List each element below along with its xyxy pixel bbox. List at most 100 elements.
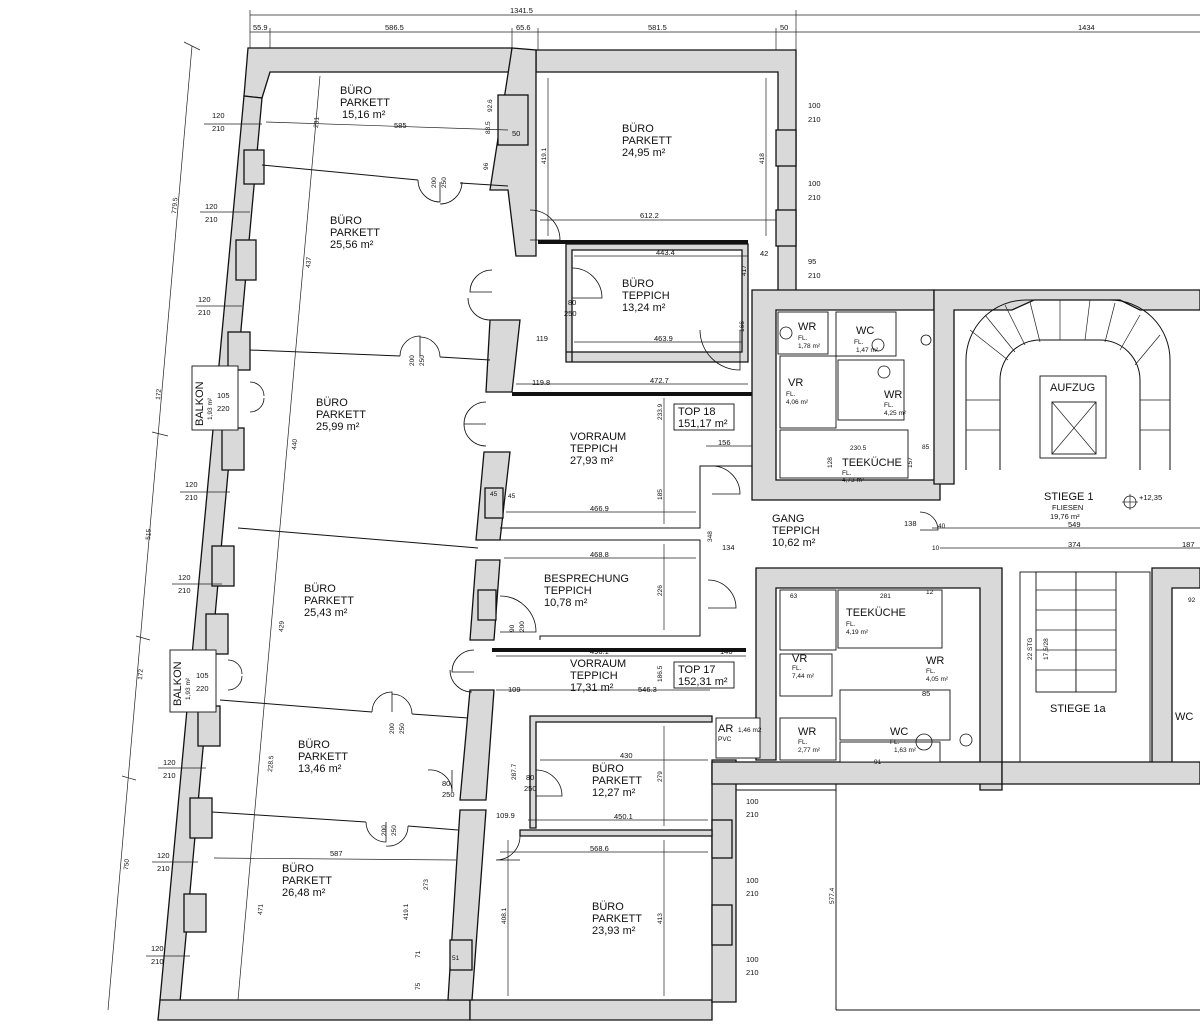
door-dim: 50	[512, 129, 520, 138]
wr1-area: 1,78 m²	[798, 343, 821, 350]
win-dim: 120	[205, 202, 218, 211]
ar-floor: PVC	[718, 736, 732, 743]
san-dim: 75	[415, 982, 422, 990]
dim-label: 587	[330, 849, 343, 858]
level-marker: +12,35	[1139, 493, 1162, 502]
san-dim: 85	[922, 444, 930, 451]
tk2-floor: FL.	[846, 621, 856, 628]
balconies: BALKON 1,93 m² BALKON 1,93 m²	[169, 365, 239, 713]
sanitary-labels: WR FL. 1,78 m² WC FL. 1,47 m² VR FL. 4,0…	[718, 321, 949, 754]
dim-label: 585	[394, 121, 407, 130]
dim-label: 577.4	[829, 887, 836, 904]
door-dim: 250	[419, 355, 426, 366]
tk1-area: 4,73 m²	[842, 477, 865, 484]
dim-label: 185	[657, 489, 664, 500]
dim-label: 468.8	[590, 550, 609, 559]
dim-top-c: 65.6	[516, 23, 531, 32]
win-dim: 120	[212, 111, 225, 120]
dim-label: 231	[313, 116, 321, 128]
san-dim: 128	[827, 457, 834, 468]
win-dim: 210	[808, 115, 821, 124]
stair-steps: 22 STG	[1027, 638, 1034, 660]
unit-top17-area: 152,31 m²	[678, 676, 728, 688]
sanitary-dimensions: 230.5 128 157 281 63 12 92 85 138 40 10 …	[403, 99, 1196, 990]
stair-size: 17,5/28	[1043, 638, 1050, 660]
room-r4-name: BÜRO	[622, 278, 654, 290]
dim-label: 109	[508, 685, 521, 694]
door-dim: 250	[391, 825, 398, 836]
san-dim: 71	[415, 950, 422, 958]
win-dim: 220	[196, 684, 209, 693]
vr2-floor: FL.	[792, 665, 802, 672]
room-r13-name: BÜRO	[592, 901, 624, 913]
door-dim: 250	[399, 723, 406, 734]
win-dim: 210	[808, 193, 821, 202]
win-dim: 210	[198, 308, 211, 317]
dim-label: 156	[718, 438, 731, 447]
dim-label: 348	[707, 531, 714, 542]
room-r11-name: BÜRO	[592, 763, 624, 775]
tk2-name: TEEKÜCHE	[846, 607, 906, 619]
san-dim: 157	[907, 457, 914, 468]
dim-label: 443.4	[656, 248, 675, 257]
room-r9-floor: TEPPICH	[570, 670, 618, 682]
balkon-1-label: BALKON	[194, 381, 206, 426]
dim-label: 472.7	[650, 376, 669, 385]
tk2-area: 4,19 m²	[846, 629, 869, 636]
door-dim: 200	[381, 825, 388, 836]
san-dim: 83.5	[485, 121, 492, 134]
dim-label: 287.7	[511, 763, 518, 780]
dim-label: 187	[1182, 540, 1195, 549]
wr1-name: WR	[798, 321, 816, 333]
room-r12-area: 26,48 m²	[282, 887, 326, 899]
room-r5-area: 25,99 m²	[316, 421, 360, 433]
san-dim: 92	[1188, 597, 1196, 604]
room-r9-area: 17,31 m²	[570, 682, 614, 694]
wr2-area: 4,25 m²	[884, 410, 907, 417]
win-dim: 210	[157, 864, 170, 873]
room-r5-name: BÜRO	[316, 397, 348, 409]
door-dim: 250	[564, 309, 577, 318]
door-dim: 250	[524, 784, 537, 793]
san-dim: 10	[932, 545, 940, 552]
room-r13-area: 23,93 m²	[592, 925, 636, 937]
dim-label: 466.9	[590, 504, 609, 513]
room-r2-name: BÜRO	[622, 123, 654, 135]
win-dim: 100	[746, 876, 759, 885]
wr3-floor: FL.	[926, 668, 936, 675]
dim-label: 471	[257, 903, 265, 915]
vr2-area: 7,44 m²	[792, 673, 815, 680]
win-dim: 105	[217, 391, 230, 400]
room-r15-area: 19,76 m²	[1050, 512, 1080, 521]
dim-label: 134	[722, 543, 735, 552]
san-dim: 40	[938, 523, 946, 530]
dim-label: 419.1	[541, 147, 548, 164]
san-dim: 51	[452, 955, 460, 962]
room-r7-area: 25,43 m²	[304, 607, 348, 619]
san-dim: 85	[922, 689, 930, 698]
san-dim: 419.1	[403, 903, 410, 920]
win-dim: 120	[157, 851, 170, 860]
room-r3-name: BÜRO	[330, 215, 362, 227]
san-dim: 96	[483, 162, 490, 170]
door-dim: 200	[409, 355, 416, 366]
dim-label: 228.5	[267, 755, 275, 772]
unit-top18-name: TOP 18	[678, 406, 716, 418]
balkon-2-label: BALKON	[172, 661, 184, 706]
room-r14-name: GANG	[772, 513, 804, 525]
unit-labels: TOP 18 151,17 m² TOP 17 152,31 m²	[673, 403, 735, 689]
room-r13-floor: PARKETT	[592, 913, 642, 925]
dim-top-e: 50	[780, 23, 788, 32]
dim-label: 429	[278, 620, 286, 632]
lower-right-wing	[736, 784, 1200, 1011]
wc1-floor: FL.	[854, 339, 864, 346]
wc-right-label: WC	[1175, 711, 1193, 723]
tk1-floor: FL.	[842, 470, 852, 477]
win-dim: 210	[205, 215, 218, 224]
dim-outer-2: 172	[155, 388, 163, 400]
win-dim: 220	[217, 404, 230, 413]
san-dim: 138	[904, 519, 917, 528]
win-dim: 210	[151, 957, 164, 966]
staircase-1: AUFZUG +12,35	[933, 289, 1200, 510]
wc2-floor: FL.	[890, 739, 900, 746]
